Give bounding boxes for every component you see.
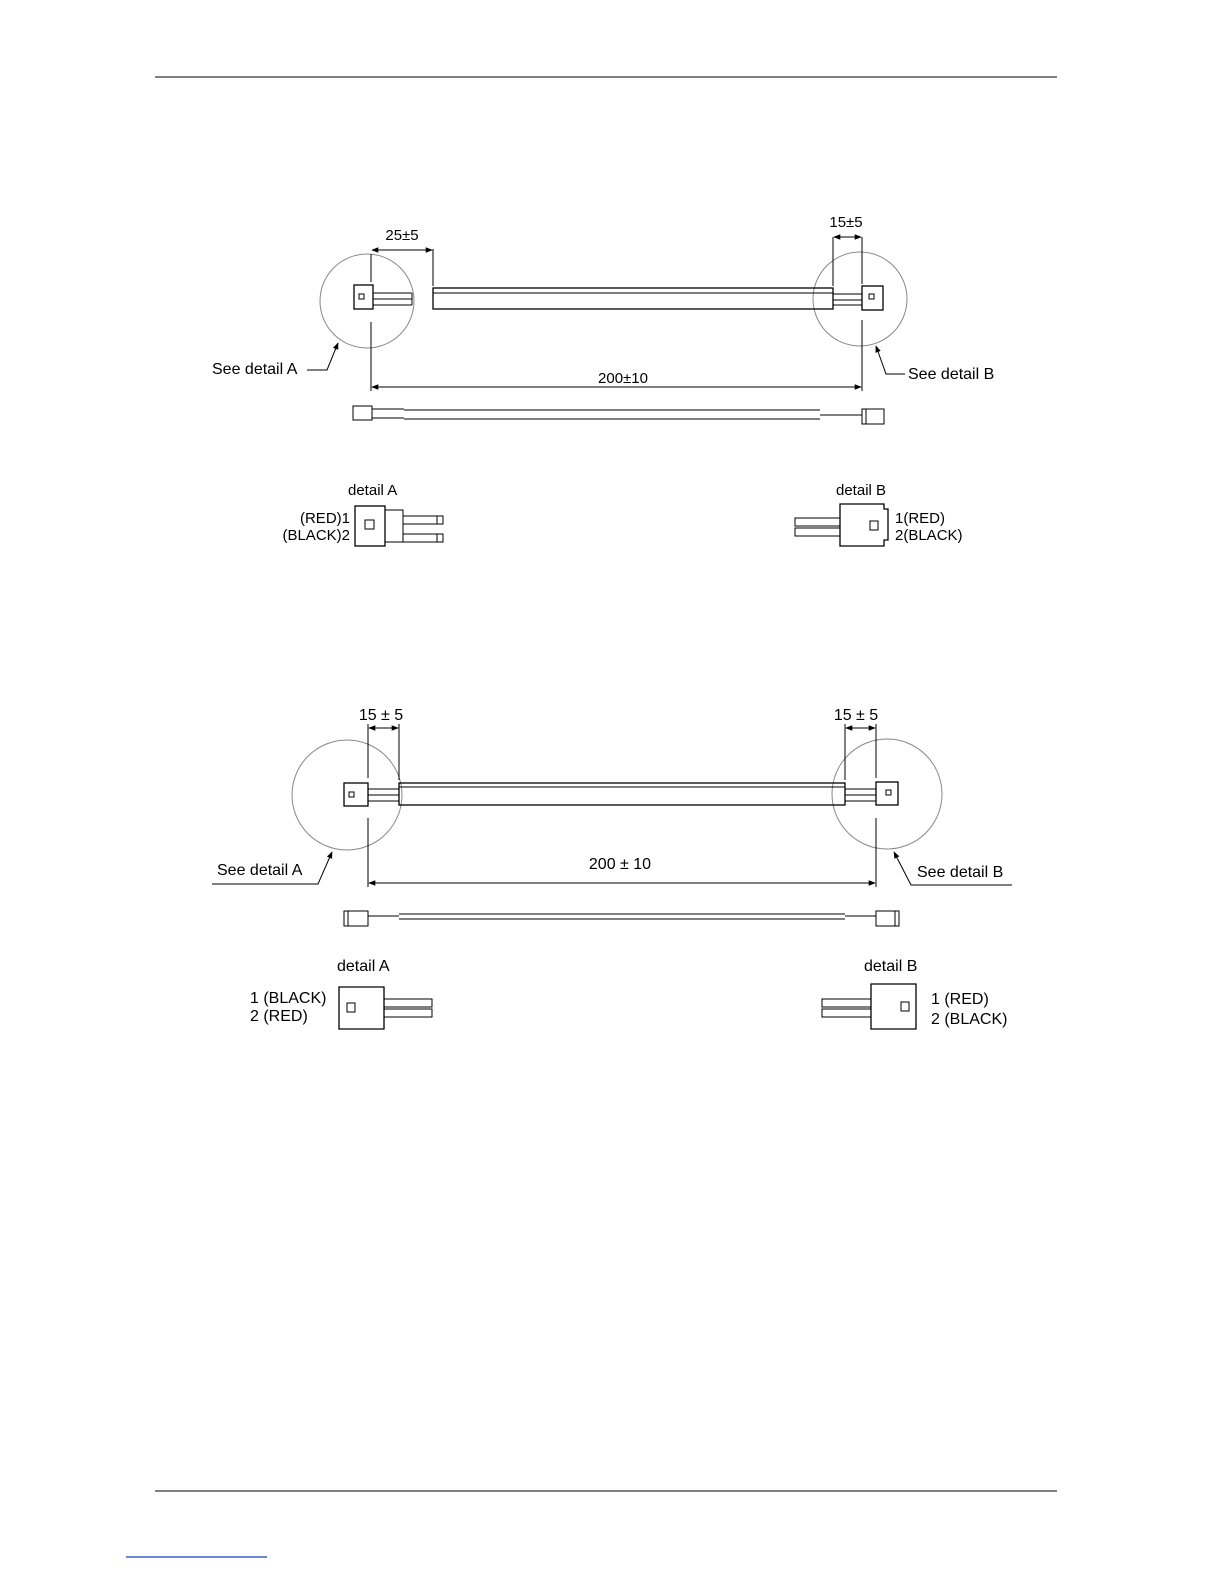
dim-left-label: 25±5 xyxy=(385,227,418,244)
side-view-right-connector xyxy=(862,409,884,424)
right-connector xyxy=(862,286,883,310)
dim-right-label: 15±5 xyxy=(829,214,862,231)
cable-drawing-2: 15 ± 5 15 ± 5 200 ± 10 See detail A See … xyxy=(212,707,1012,1029)
detail-b-pin2: 2(BLACK) xyxy=(895,527,963,544)
right-connector-2 xyxy=(876,782,898,805)
detail-a-connector-2 xyxy=(339,987,384,1029)
cable-sheath xyxy=(433,288,833,309)
dim-left-label-2: 15 ± 5 xyxy=(359,707,403,724)
detail-b-circle-2 xyxy=(832,739,942,849)
detail-a-pin1: (RED)1 xyxy=(300,510,350,527)
detail-b-pin1-2: 1 (RED) xyxy=(931,991,989,1008)
dim-right-label-2: 15 ± 5 xyxy=(834,707,878,724)
detail-a-pin2: (BLACK)2 xyxy=(282,527,350,544)
callout-detail-b: See detail B xyxy=(908,366,994,383)
callout-detail-a: See detail A xyxy=(212,361,298,378)
detail-b-pin-1 xyxy=(795,518,840,526)
detail-b-title: detail B xyxy=(836,482,886,499)
dim-length-label-2: 200 ± 10 xyxy=(589,856,651,873)
right-connector-latch xyxy=(869,294,874,299)
callout-detail-b-2: See detail B xyxy=(917,864,1003,881)
detail-b-latch xyxy=(870,521,878,530)
detail-a-circle xyxy=(320,254,414,348)
detail-a-pin-1-2 xyxy=(384,999,432,1007)
detail-b-pin1: 1(RED) xyxy=(895,510,945,527)
detail-a-title: detail A xyxy=(348,482,397,499)
detail-b-pin2-2: 2 (BLACK) xyxy=(931,1011,1007,1028)
detail-b-pin-1-2 xyxy=(822,999,871,1007)
left-connector-latch xyxy=(359,294,364,299)
callout-detail-a-2: See detail A xyxy=(217,862,303,879)
dim-length-label: 200±10 xyxy=(598,370,648,387)
detail-a-pin2-2: 2 (RED) xyxy=(250,1008,308,1025)
side-view-left-connector xyxy=(353,406,372,420)
detail-a-pin-2-2 xyxy=(384,1009,432,1017)
detail-b-pin-2 xyxy=(795,528,840,536)
cable-drawing-1: 25±5 15±5 200±10 See detail A See detail… xyxy=(212,214,994,546)
detail-b-connector xyxy=(840,504,888,546)
detail-a-connector xyxy=(355,506,385,546)
side-view-right-connector-2 xyxy=(876,911,899,926)
cable-sheath-2 xyxy=(399,783,845,805)
detail-b-title-2: detail B xyxy=(864,958,917,975)
detail-a-pin1-2: 1 (BLACK) xyxy=(250,990,326,1007)
detail-a-title-2: detail A xyxy=(337,958,390,975)
left-connector-2 xyxy=(344,783,368,806)
detail-b-circle xyxy=(813,252,907,346)
detail-b-pin-2-2 xyxy=(822,1009,871,1017)
detail-a-latch xyxy=(365,520,374,529)
